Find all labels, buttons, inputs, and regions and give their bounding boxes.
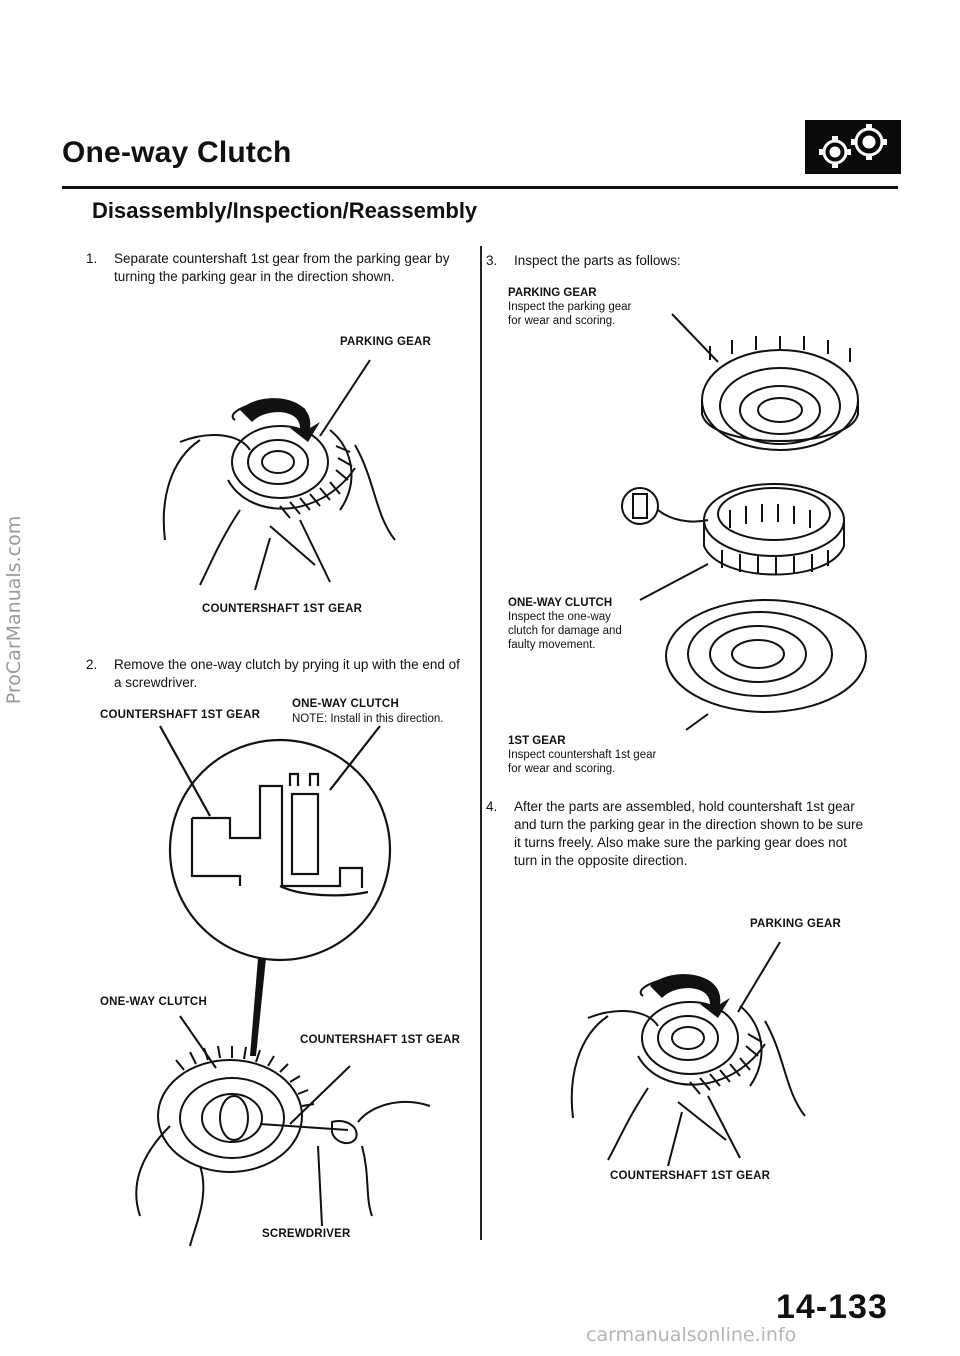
fig1-parking-gear-label: PARKING GEAR	[340, 336, 431, 348]
watermark-left: ProCarManuals.com	[0, 420, 28, 800]
step-text: Inspect the parts as follows:	[514, 253, 681, 268]
step-4: 4. After the parts are assembled, hold c…	[486, 798, 870, 870]
title-rule	[62, 186, 898, 189]
fig2-install-note: NOTE: Install in this direction.	[292, 713, 444, 725]
fig4-parking-gear-label: PARKING GEAR	[750, 918, 841, 930]
note-line: for wear and scoring.	[508, 763, 616, 775]
step-text: After the parts are assembled, hold coun…	[514, 799, 863, 868]
fig2-oneway-bottom-label: ONE-WAY CLUTCH	[100, 996, 207, 1008]
column-divider	[480, 246, 482, 1240]
note-heading: PARKING GEAR	[508, 287, 597, 299]
fig2-oneway-top-label: ONE-WAY CLUTCH	[292, 698, 399, 710]
note-line: Inspect the one-way	[508, 611, 611, 623]
step-1: 1. Separate countershaft 1st gear from t…	[86, 250, 466, 286]
note-line: for wear and scoring.	[508, 315, 616, 327]
fig4-countershaft-label: COUNTERSHAFT 1ST GEAR	[610, 1170, 771, 1182]
fig1-separate-gears-illustration	[162, 359, 396, 591]
watermark-left-text: ProCarManuals.com	[3, 515, 25, 705]
page-title: One-way Clutch	[62, 136, 292, 169]
fig2-countershaft-bottom-label: COUNTERSHAFT 1ST GEAR	[300, 1034, 461, 1046]
step-3: 3. Inspect the parts as follows:	[486, 252, 866, 270]
note-line: clutch for damage and	[508, 625, 622, 637]
fig3-exploded-parts-illustration	[621, 313, 867, 731]
fig3-parking-gear-note: PARKING GEAR Inspect the parking gear fo…	[508, 286, 631, 328]
fig2-remove-clutch-illustration	[135, 725, 431, 1247]
step-number: 1.	[86, 251, 98, 266]
note-line: faulty movement.	[508, 639, 596, 651]
page-number: 14-133	[776, 1288, 888, 1326]
fig2-screwdriver-label: SCREWDRIVER	[262, 1228, 351, 1240]
note-line: Inspect the parking gear	[508, 301, 632, 313]
note-heading: ONE-WAY CLUTCH	[508, 597, 613, 609]
fig4-check-rotation-illustration	[570, 941, 806, 1167]
note-line: Inspect countershaft 1st gear	[508, 749, 657, 761]
step-text: Separate countershaft 1st gear from the …	[114, 251, 450, 284]
step-2: 2. Remove the one-way clutch by prying i…	[86, 656, 466, 692]
fig1-countershaft-label: COUNTERSHAFT 1ST GEAR	[202, 603, 363, 615]
step-text: Remove the one-way clutch by prying it u…	[114, 657, 460, 690]
fig3-oneway-note: ONE-WAY CLUTCH Inspect the one-way clutc…	[508, 596, 622, 652]
gears-icon	[805, 120, 901, 174]
step-number: 4.	[486, 799, 498, 814]
watermark-bottom: carmanualsonline.info	[586, 1324, 797, 1346]
section-subtitle: Disassembly/Inspection/Reassembly	[92, 198, 478, 223]
fig2-countershaft-top-label: COUNTERSHAFT 1ST GEAR	[100, 709, 261, 721]
step-number: 3.	[486, 253, 498, 268]
note-heading: 1ST GEAR	[508, 735, 566, 747]
fig3-first-gear-note: 1ST GEAR Inspect countershaft 1st gear f…	[508, 734, 656, 776]
step-number: 2.	[86, 657, 98, 672]
